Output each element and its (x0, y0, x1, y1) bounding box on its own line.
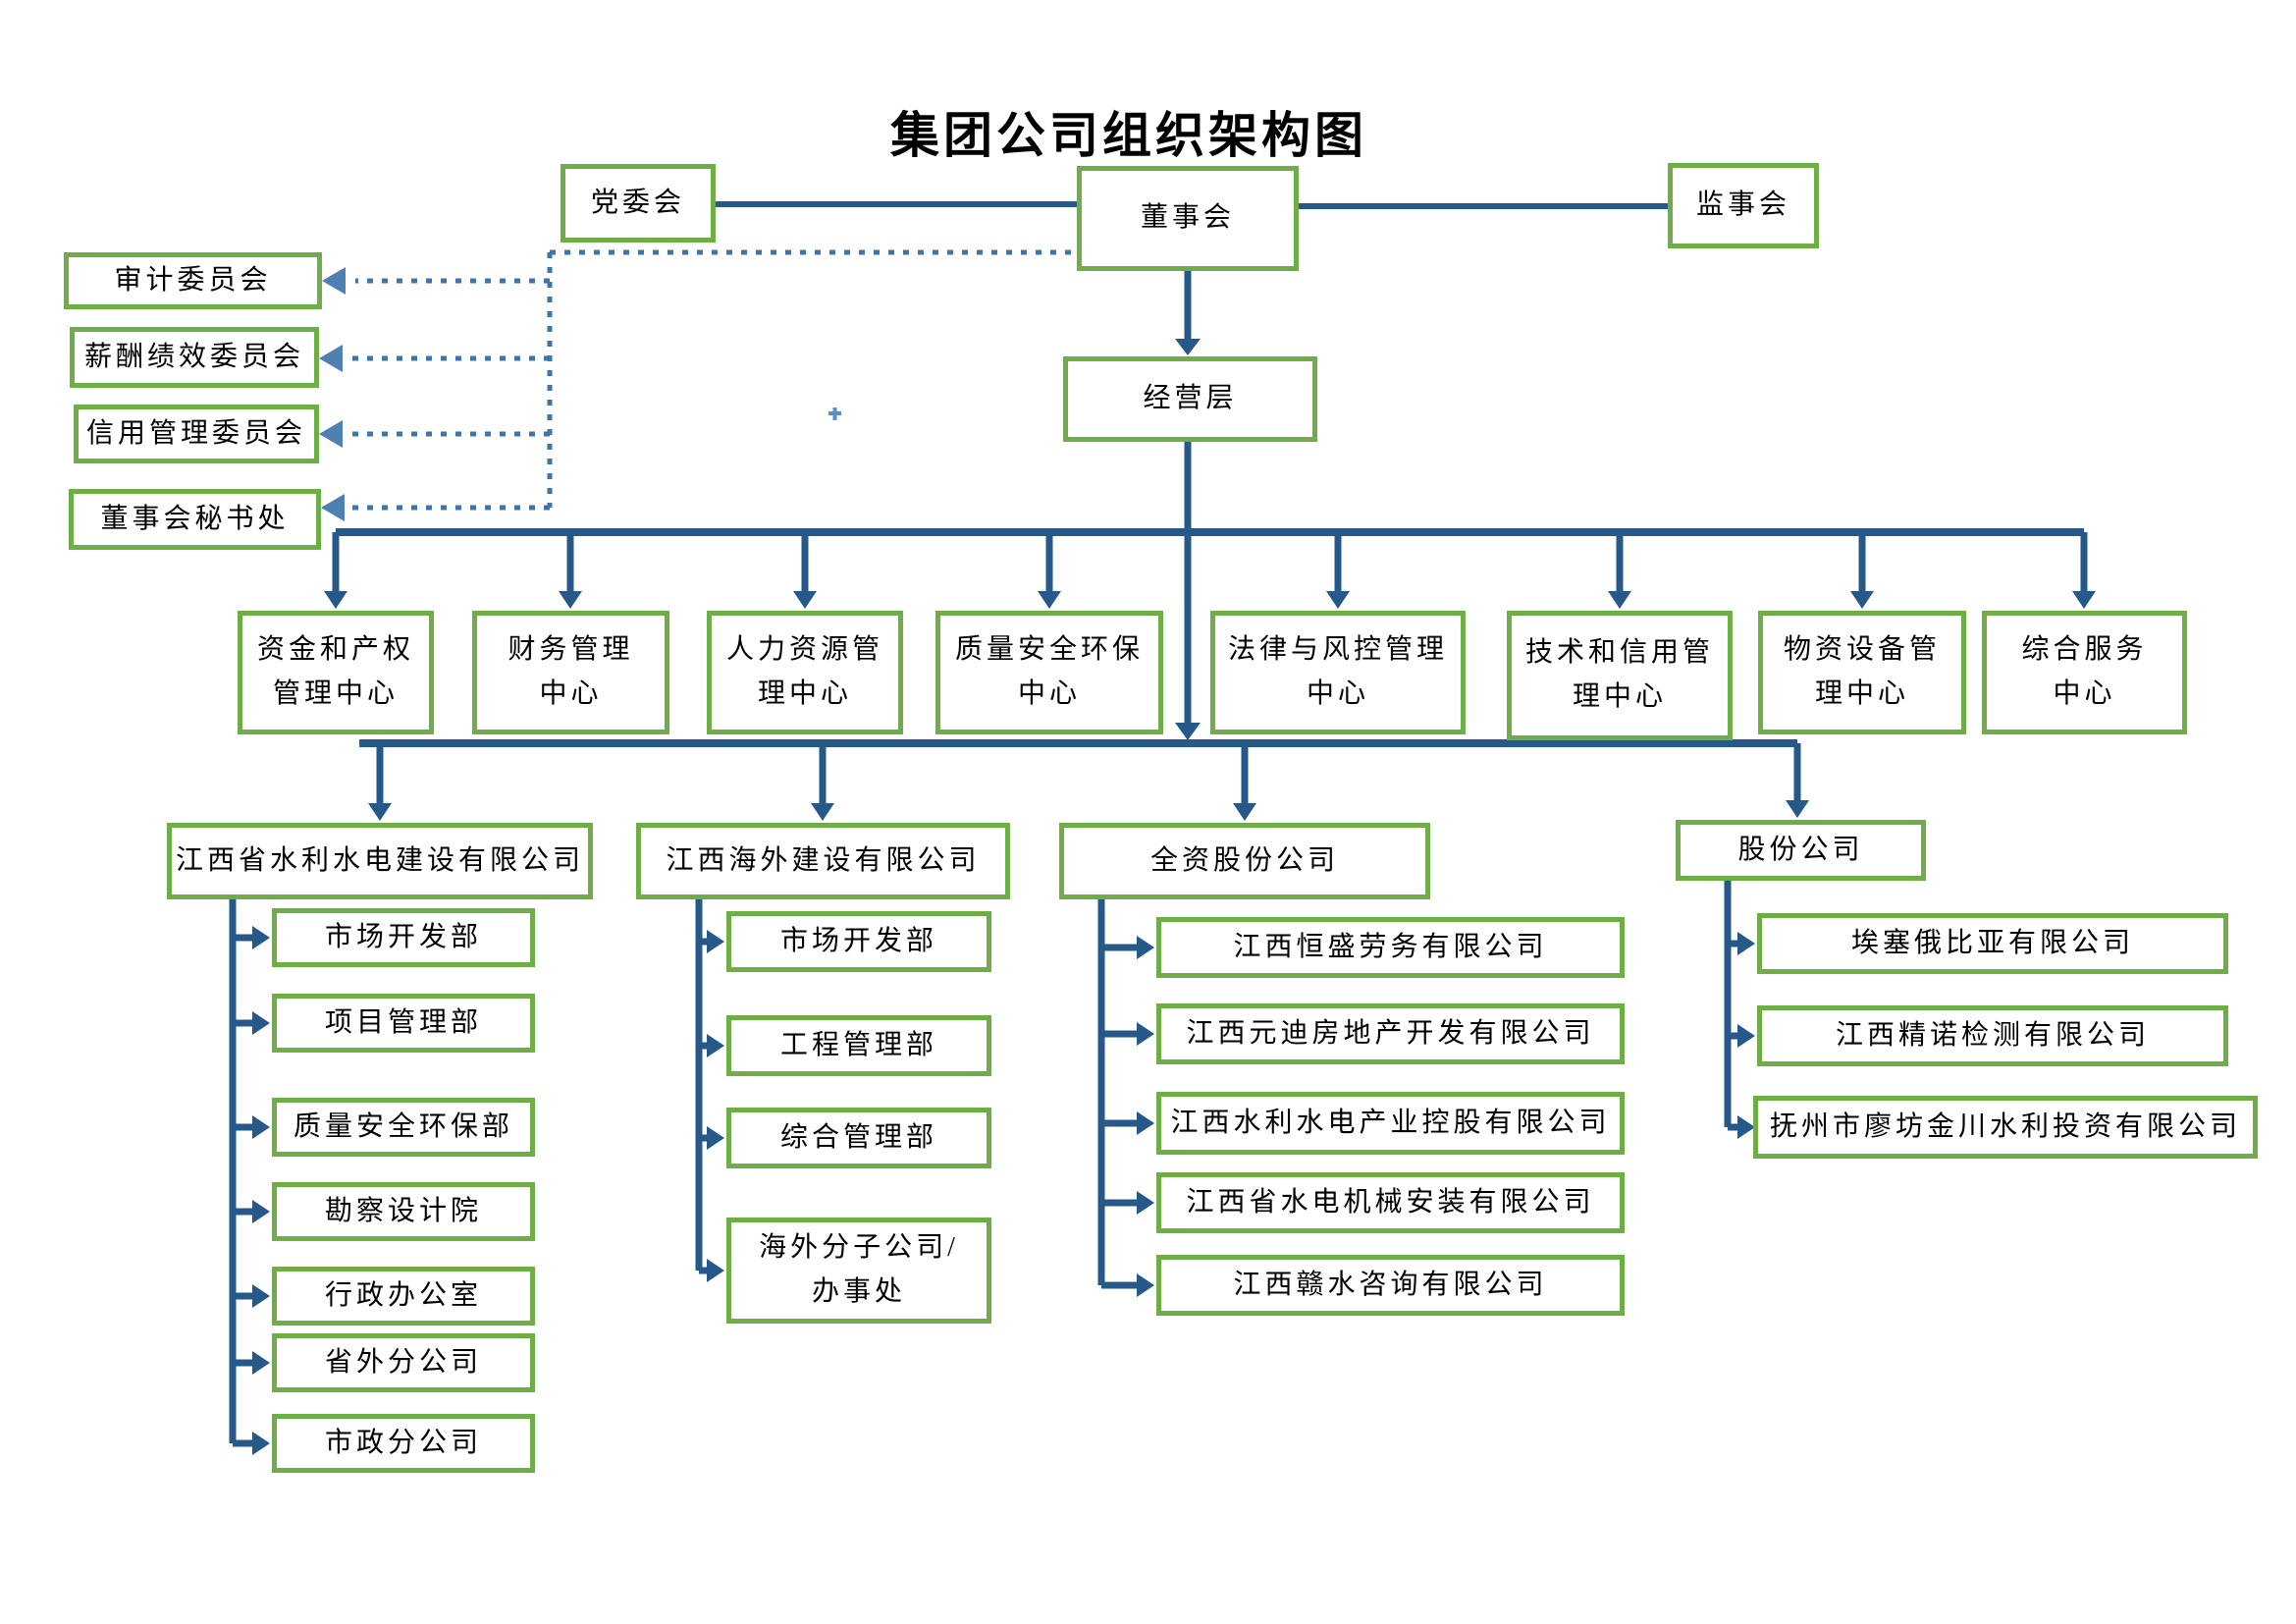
node-supervisory-board: 监事会 (1668, 163, 1819, 248)
group3-child-hengsheng-labor: 江西恒盛劳务有限公司 (1156, 917, 1625, 978)
group2-child-market-development: 市场开发部 (726, 911, 991, 972)
center-funds-property: 资金和产权 管理中心 (238, 611, 434, 734)
dotted-connectors (319, 249, 1075, 521)
group1-child-project-management: 项目管理部 (272, 994, 535, 1053)
center-quality-safety-environment: 质量安全环保 中心 (935, 611, 1163, 734)
center-human-resources: 人力资源管 理中心 (707, 611, 903, 734)
group2-child-general-management: 综合管理部 (726, 1108, 991, 1168)
group1-child-municipal-branch: 市政分公司 (272, 1414, 535, 1473)
group2-child-overseas-subsidiaries-offices: 海外分子公司/ 办事处 (726, 1218, 991, 1324)
center-legal-risk-control: 法律与风控管理 中心 (1210, 611, 1466, 734)
group3-child-ganshui-consulting: 江西赣水咨询有限公司 (1156, 1255, 1625, 1316)
center-materials-equipment: 物资设备管 理中心 (1758, 611, 1966, 734)
group2-header: 江西海外建设有限公司 (636, 823, 1010, 899)
node-credit-management-committee: 信用管理委员会 (74, 405, 319, 463)
group1-child-admin-office: 行政办公室 (272, 1267, 535, 1326)
group4-child-jingnuo-testing: 江西精诺检测有限公司 (1757, 1005, 2228, 1066)
group1-child-market-development: 市场开发部 (272, 908, 535, 967)
group1-header: 江西省水利水电建设有限公司 (167, 823, 593, 899)
group3-child-water-conservancy-holdings: 江西水利水电产业控股有限公司 (1156, 1092, 1625, 1155)
group4-header: 股份公司 (1676, 820, 1926, 881)
node-board-secretariat: 董事会秘书处 (69, 489, 321, 550)
page-title: 集团公司组织架构图 (890, 108, 1367, 163)
group1-child-survey-design-institute: 勘察设计院 (272, 1182, 535, 1241)
group3-header: 全资股份公司 (1059, 823, 1430, 899)
node-audit-committee: 审计委员会 (64, 252, 322, 309)
solid-connectors (229, 201, 2096, 1455)
group4-child-liaofang-jinchuan-investment: 抚州市廖坊金川水利投资有限公司 (1753, 1096, 2258, 1159)
center-general-services: 综合服务 中心 (1982, 611, 2187, 734)
group3-child-hydropower-machinery-installation: 江西省水电机械安装有限公司 (1156, 1172, 1625, 1233)
group1-child-outside-province-branch: 省外分公司 (272, 1333, 535, 1392)
node-board-of-directors: 董事会 (1077, 166, 1299, 271)
plus-mark (828, 407, 841, 420)
center-technology-credit: 技术和信用管 理中心 (1507, 611, 1733, 740)
node-party-committee: 党委会 (561, 164, 716, 243)
group3-child-yuandi-real-estate: 江西元迪房地产开发有限公司 (1156, 1003, 1625, 1064)
group2-child-engineering-management: 工程管理部 (726, 1015, 991, 1076)
node-management-level: 经营层 (1063, 356, 1317, 442)
group4-child-ethiopia-company: 埃塞俄比亚有限公司 (1757, 913, 2228, 974)
group1-child-quality-safety-env: 质量安全环保部 (272, 1098, 535, 1157)
center-finance: 财务管理 中心 (472, 611, 669, 734)
node-compensation-performance-committee: 薪酬绩效委员会 (70, 327, 319, 388)
